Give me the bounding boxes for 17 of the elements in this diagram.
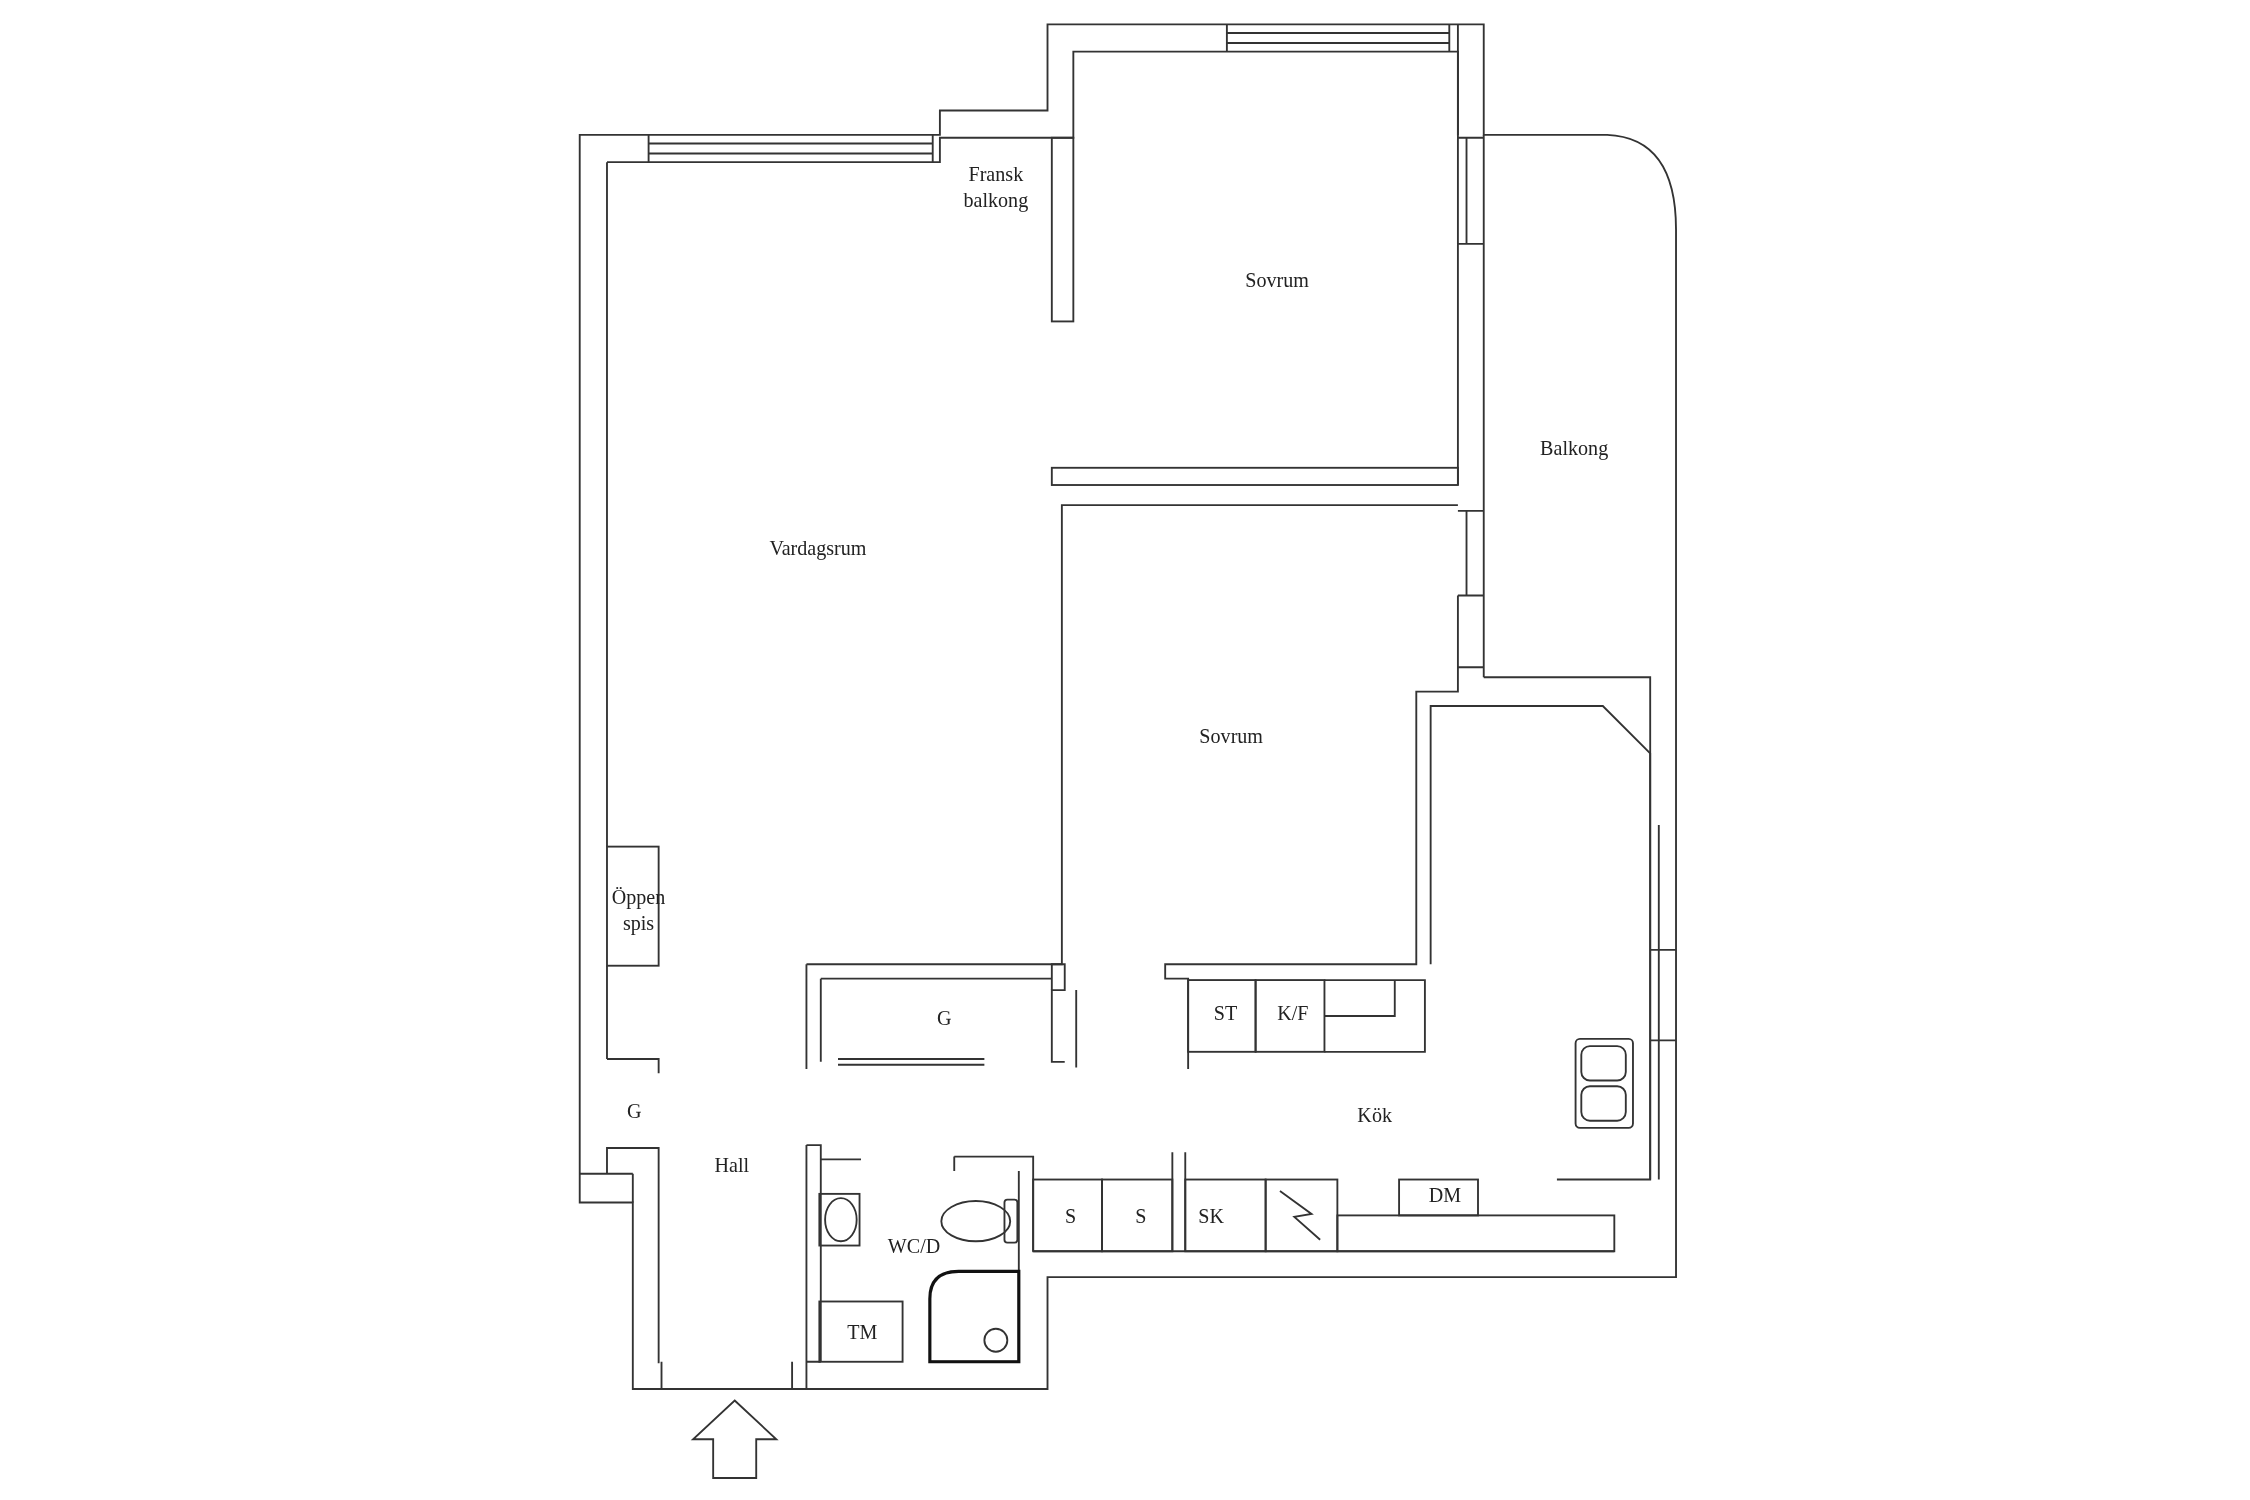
room-label: Fransk balkong xyxy=(962,162,1030,214)
room-label: DM xyxy=(1428,1184,1462,1209)
room-label: S xyxy=(1064,1204,1077,1229)
room-label: Balkong xyxy=(1540,436,1609,462)
room-label: TM xyxy=(847,1320,878,1346)
room-label: Sovrum xyxy=(1245,268,1309,294)
room-label: K/F xyxy=(1277,1002,1309,1027)
room-label: G xyxy=(627,1099,642,1125)
room-label: Hall xyxy=(714,1154,750,1179)
room-label: Vardagsrum xyxy=(769,537,867,562)
room-label: Sovrum xyxy=(1199,725,1263,750)
room-label: ST xyxy=(1213,1002,1238,1027)
room-label: WC/D xyxy=(887,1234,941,1259)
room-label: G xyxy=(936,1006,952,1031)
room-label: Kök xyxy=(1357,1103,1392,1129)
room-label: S xyxy=(1135,1204,1147,1229)
room-label: SK xyxy=(1198,1204,1224,1229)
